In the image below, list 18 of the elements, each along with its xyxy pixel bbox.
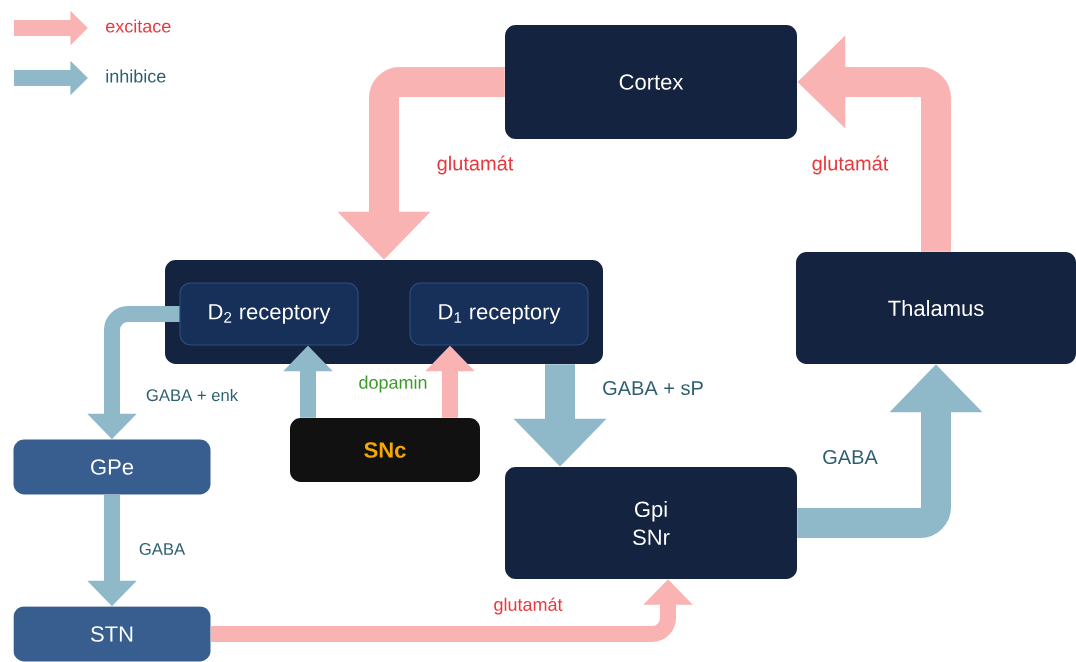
receptor-box: D$_{1}$ receptory — [409, 282, 589, 346]
edge-label: glutamát — [435, 154, 515, 176]
legend-label: excitace — [106, 19, 171, 33]
edge-label: GABA — [137, 541, 187, 557]
nucleus-box: Gpi SNr — [505, 467, 797, 579]
edge-label: glutamát — [492, 596, 564, 616]
receptor-box: D$_{2}$ receptory — [179, 282, 359, 346]
cortex-box: Cortex — [505, 25, 797, 139]
thalamus-box: Thalamus — [796, 252, 1076, 364]
edge-label: GABA — [820, 448, 880, 466]
nucleus-box: GPe — [13, 439, 211, 495]
edge-label: GABA + sP — [600, 379, 706, 397]
snc-box: SNc — [290, 418, 480, 482]
dopamine-label: dopamin — [359, 375, 427, 393]
legend-label: inhibice — [106, 69, 166, 83]
nucleus-box: STN — [13, 606, 211, 662]
edge-label: GABA + enk — [144, 387, 240, 403]
edge-label: glutamát — [810, 154, 890, 176]
